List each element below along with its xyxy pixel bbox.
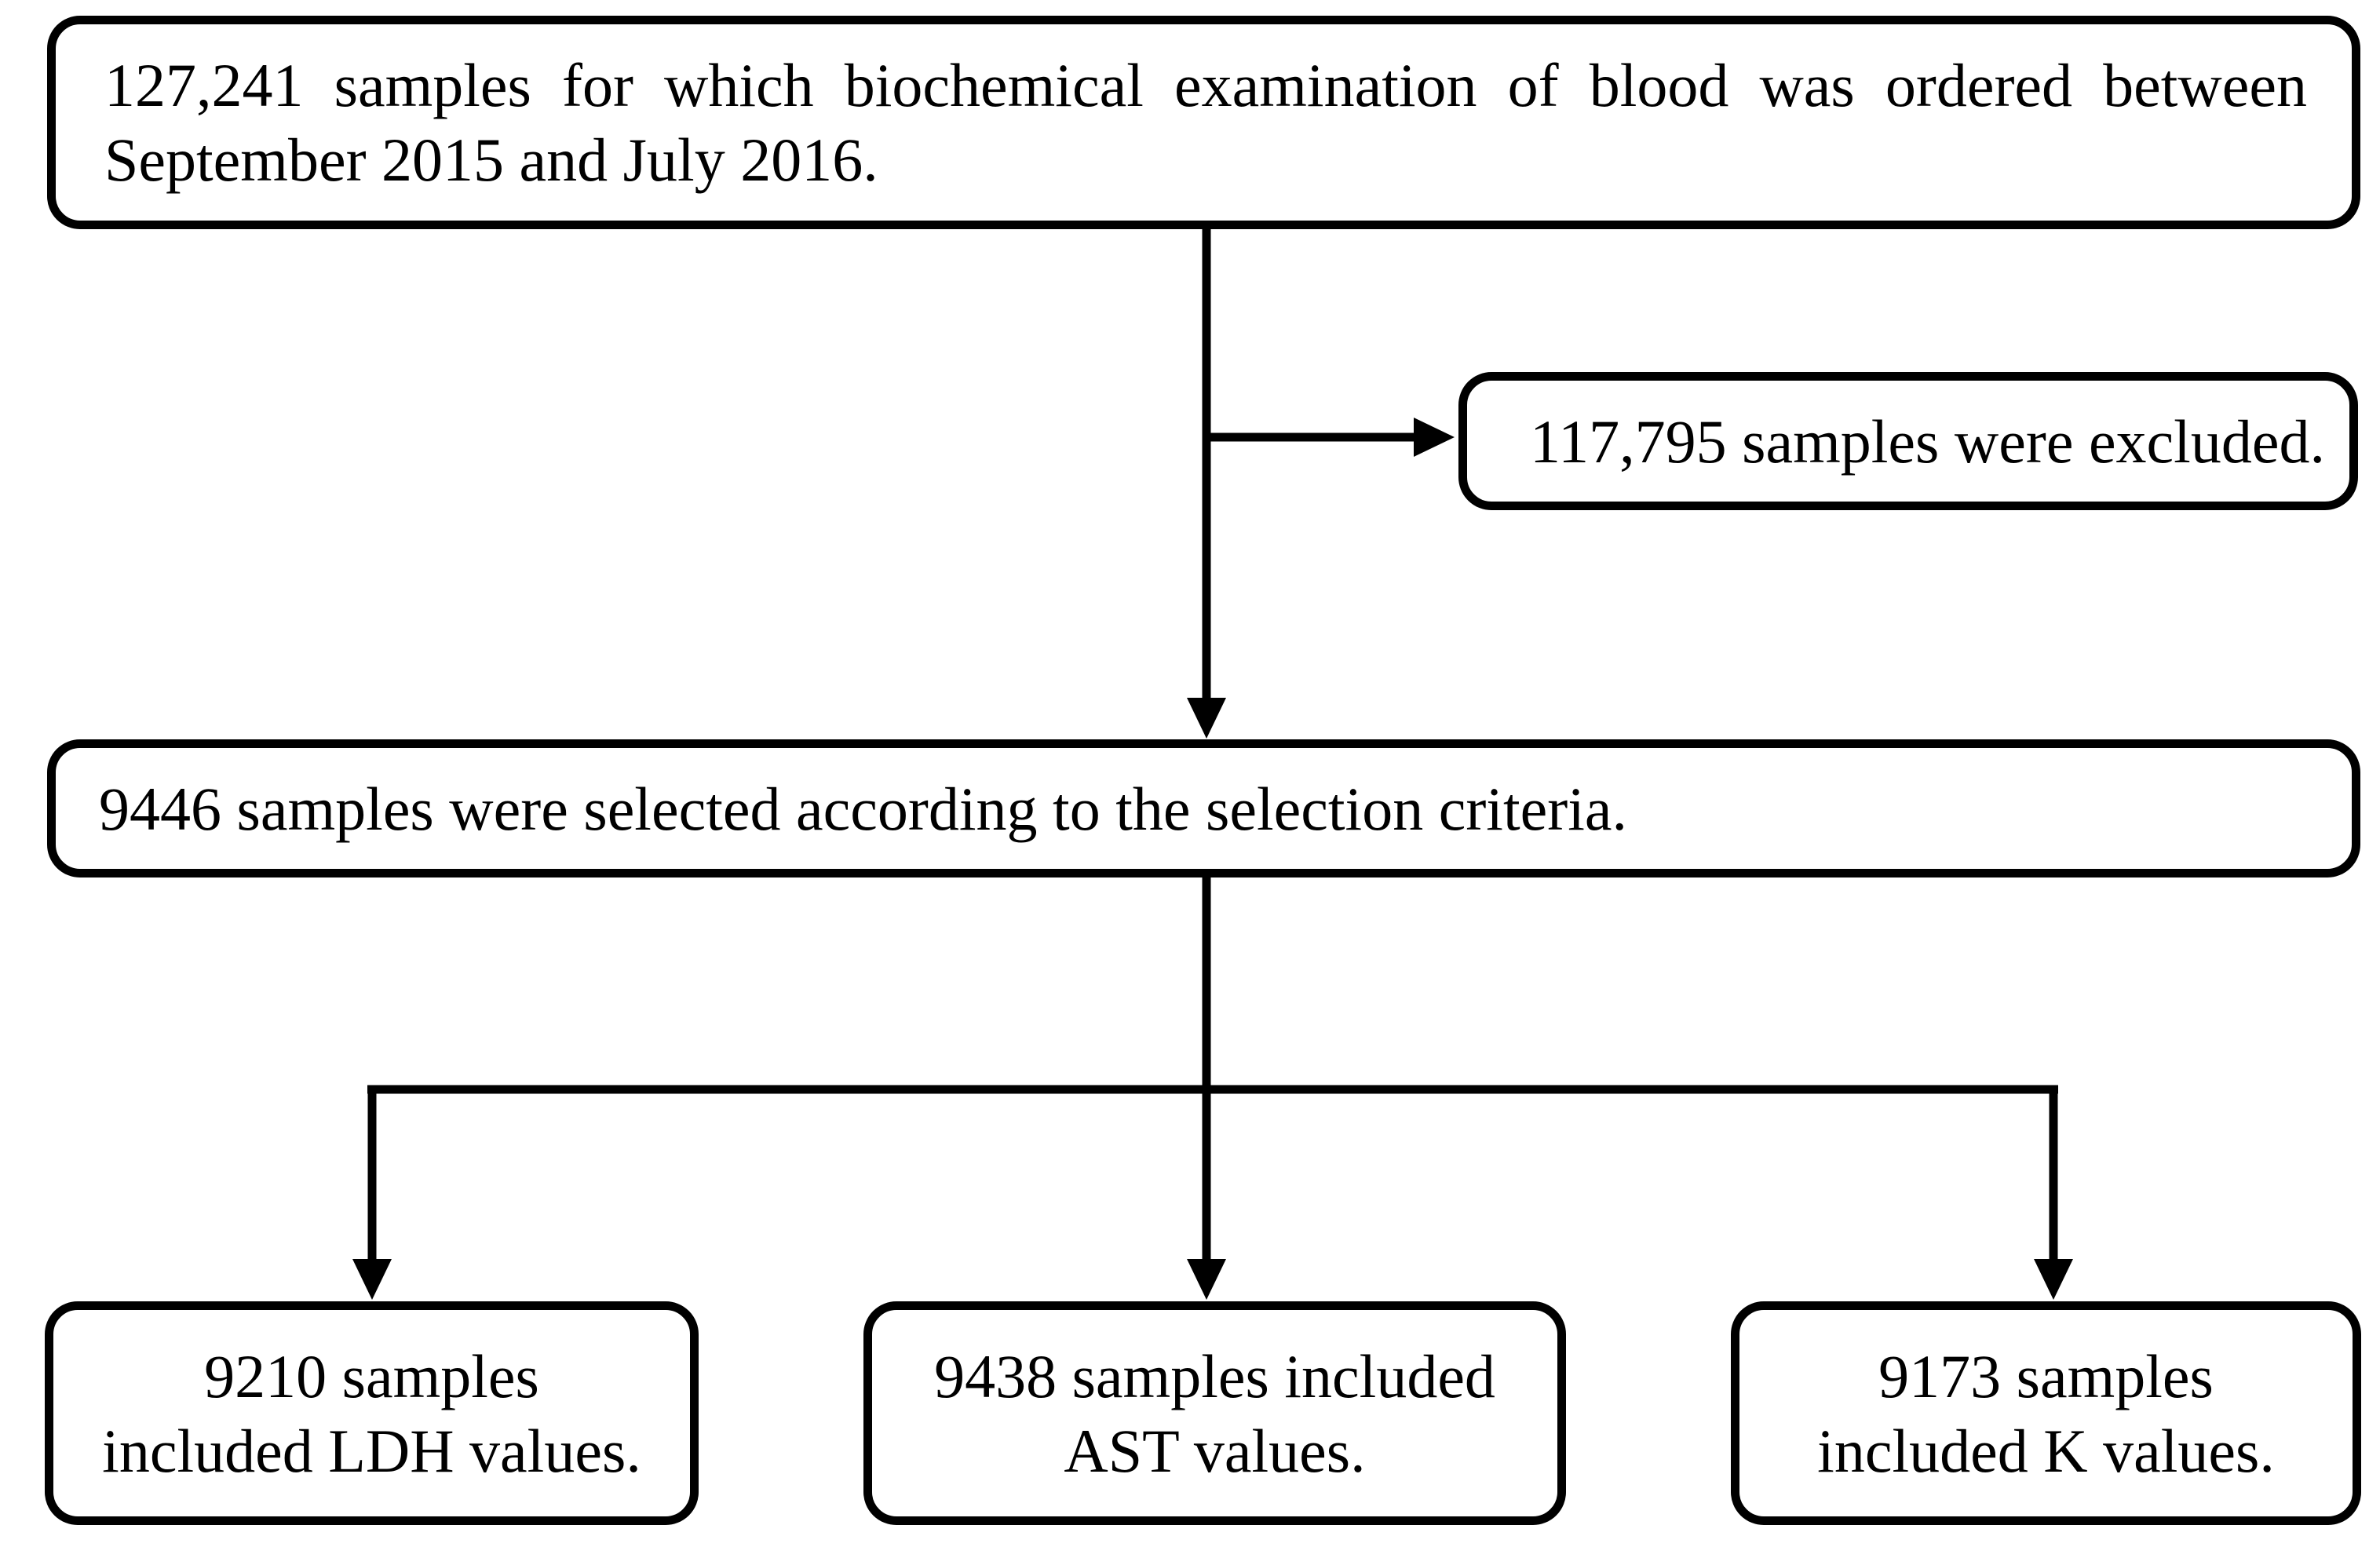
node-total-samples-text-line1: 127,241 samples for which biochemical ex… [104,51,2307,119]
node-ldh-samples-text-line2: included LDH values. [102,1416,641,1485]
arrow-down-icon [352,1259,392,1300]
arrow-down-icon [2034,1259,2073,1300]
node-k-samples-text-line1: 9173 samples [1878,1341,2214,1410]
node-total-samples-text-line2: September 2015 and July 2016. [104,126,878,194]
node-total-samples: 127,241 samples for which biochemical ex… [47,16,2360,229]
node-ldh-samples: 9210 samples included LDH values. [45,1301,699,1525]
node-k-samples-text-line2: included K values. [1817,1416,2275,1485]
arrow-down-icon [1187,1259,1226,1300]
node-selected-samples-text: 9446 samples were selected according to … [99,774,1628,843]
arrow-down-icon [1187,698,1226,739]
node-ldh-samples-text-line1: 9210 samples [204,1341,539,1410]
node-selected-samples: 9446 samples were selected according to … [47,739,2360,877]
node-excluded-samples: 117,795 samples were excluded. [1458,372,2358,510]
node-ast-samples-text-line1: 9438 samples included [934,1341,1495,1410]
node-excluded-samples-text: 117,795 samples were excluded. [1530,407,2325,476]
node-ast-samples-text-line2: AST values. [1064,1416,1366,1485]
node-ast-samples: 9438 samples included AST values. [863,1301,1566,1525]
arrow-right-icon [1414,418,1455,457]
node-k-samples: 9173 samples included K values. [1731,1301,2361,1525]
